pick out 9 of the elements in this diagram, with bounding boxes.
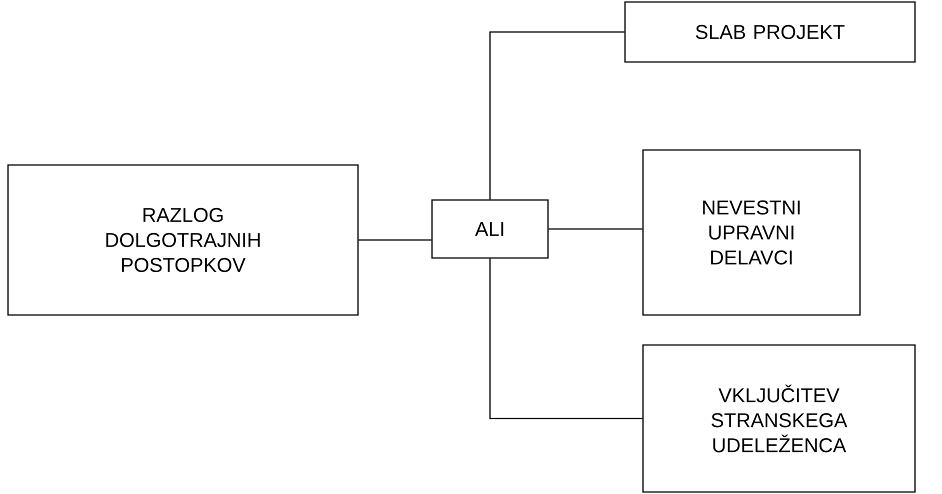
connector-line [489,258,642,420]
box: ALI [431,199,549,259]
connector-line [358,239,432,241]
box: VKLJUČITEV STRANSKEGA UDELEŽENCA [642,344,916,493]
box: SLAB PROJEKT [624,1,916,63]
connector-line [489,31,624,200]
connector-line [548,228,642,230]
box: NEVESTNI UPRAVNI DELAVCI [642,149,861,316]
box: RAZLOG DOLGOTRAJNIH POSTOPKOV [7,164,359,316]
